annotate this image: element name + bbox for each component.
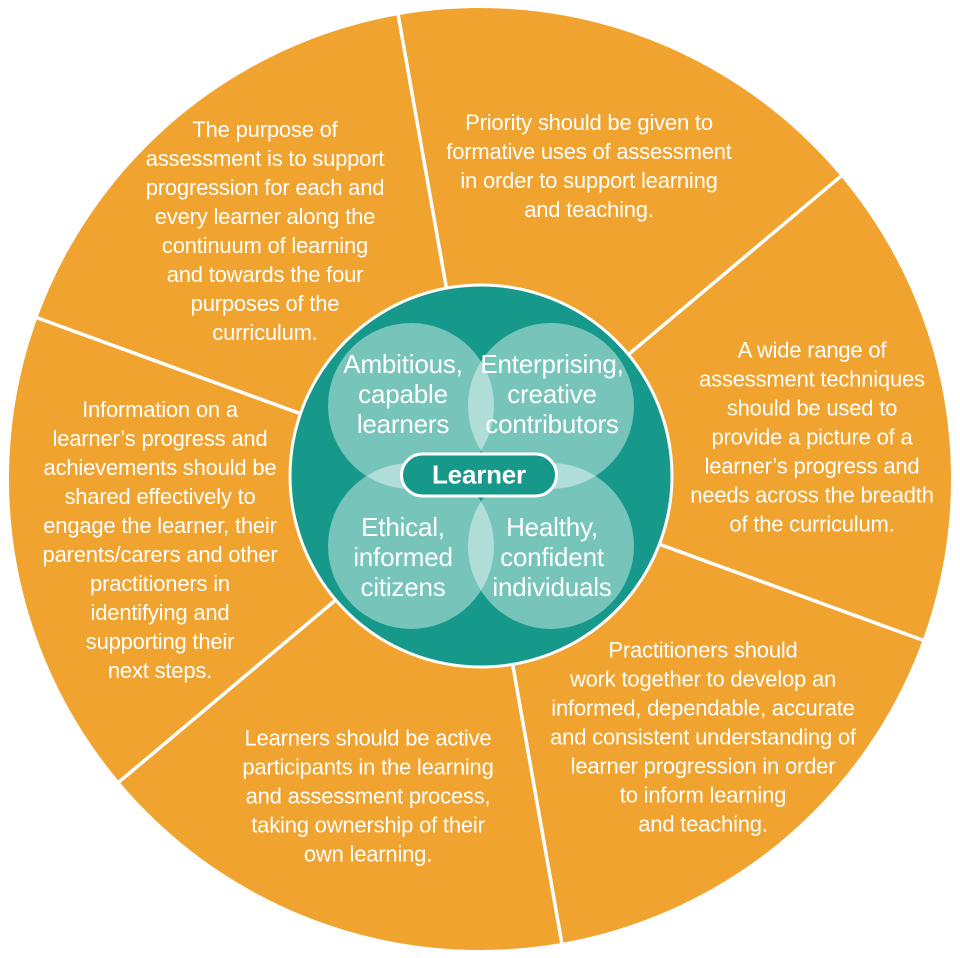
four-purposes-petals bbox=[328, 323, 634, 629]
learner-pill: Learner bbox=[400, 452, 558, 498]
segment-divider-top-left bbox=[34, 315, 340, 430]
purpose-label-ambitious: Ambitious, capable learners bbox=[343, 349, 463, 439]
segment-text-formative: Priority should be given to formative us… bbox=[446, 110, 732, 222]
segment-text-information: Information on a learner’s progress and … bbox=[42, 397, 278, 683]
purpose-label-enterprising: Enterprising, creative contributors bbox=[480, 349, 624, 439]
segment-divider-top bbox=[395, 11, 456, 332]
purpose-label-ethical: Ethical, informed citizens bbox=[353, 512, 453, 602]
segment-divider-bottom bbox=[504, 626, 565, 947]
learner-label: Learner bbox=[432, 459, 526, 490]
segment-text-active-learners: Learners should be active participants i… bbox=[242, 725, 494, 867]
segment-divider-bottom-left bbox=[115, 574, 367, 786]
segment-divider-top-right bbox=[593, 172, 845, 384]
petal-circle-healthy bbox=[468, 463, 634, 629]
segment-text-practitioners: Practitioners should work together to de… bbox=[550, 637, 856, 837]
segment-divider-bottom-right bbox=[620, 528, 926, 643]
segment-text-wide-range: A wide range of assessment techniques sh… bbox=[690, 337, 934, 537]
petal-circle-ambitious bbox=[328, 323, 494, 489]
segment-dividers bbox=[34, 11, 926, 947]
segment-text-purpose: The purpose of assessment is to support … bbox=[145, 117, 385, 345]
petal-circle-enterprising bbox=[468, 323, 634, 489]
petal-circle-ethical bbox=[328, 463, 494, 629]
purpose-label-healthy: Healthy, confident individuals bbox=[492, 512, 612, 602]
